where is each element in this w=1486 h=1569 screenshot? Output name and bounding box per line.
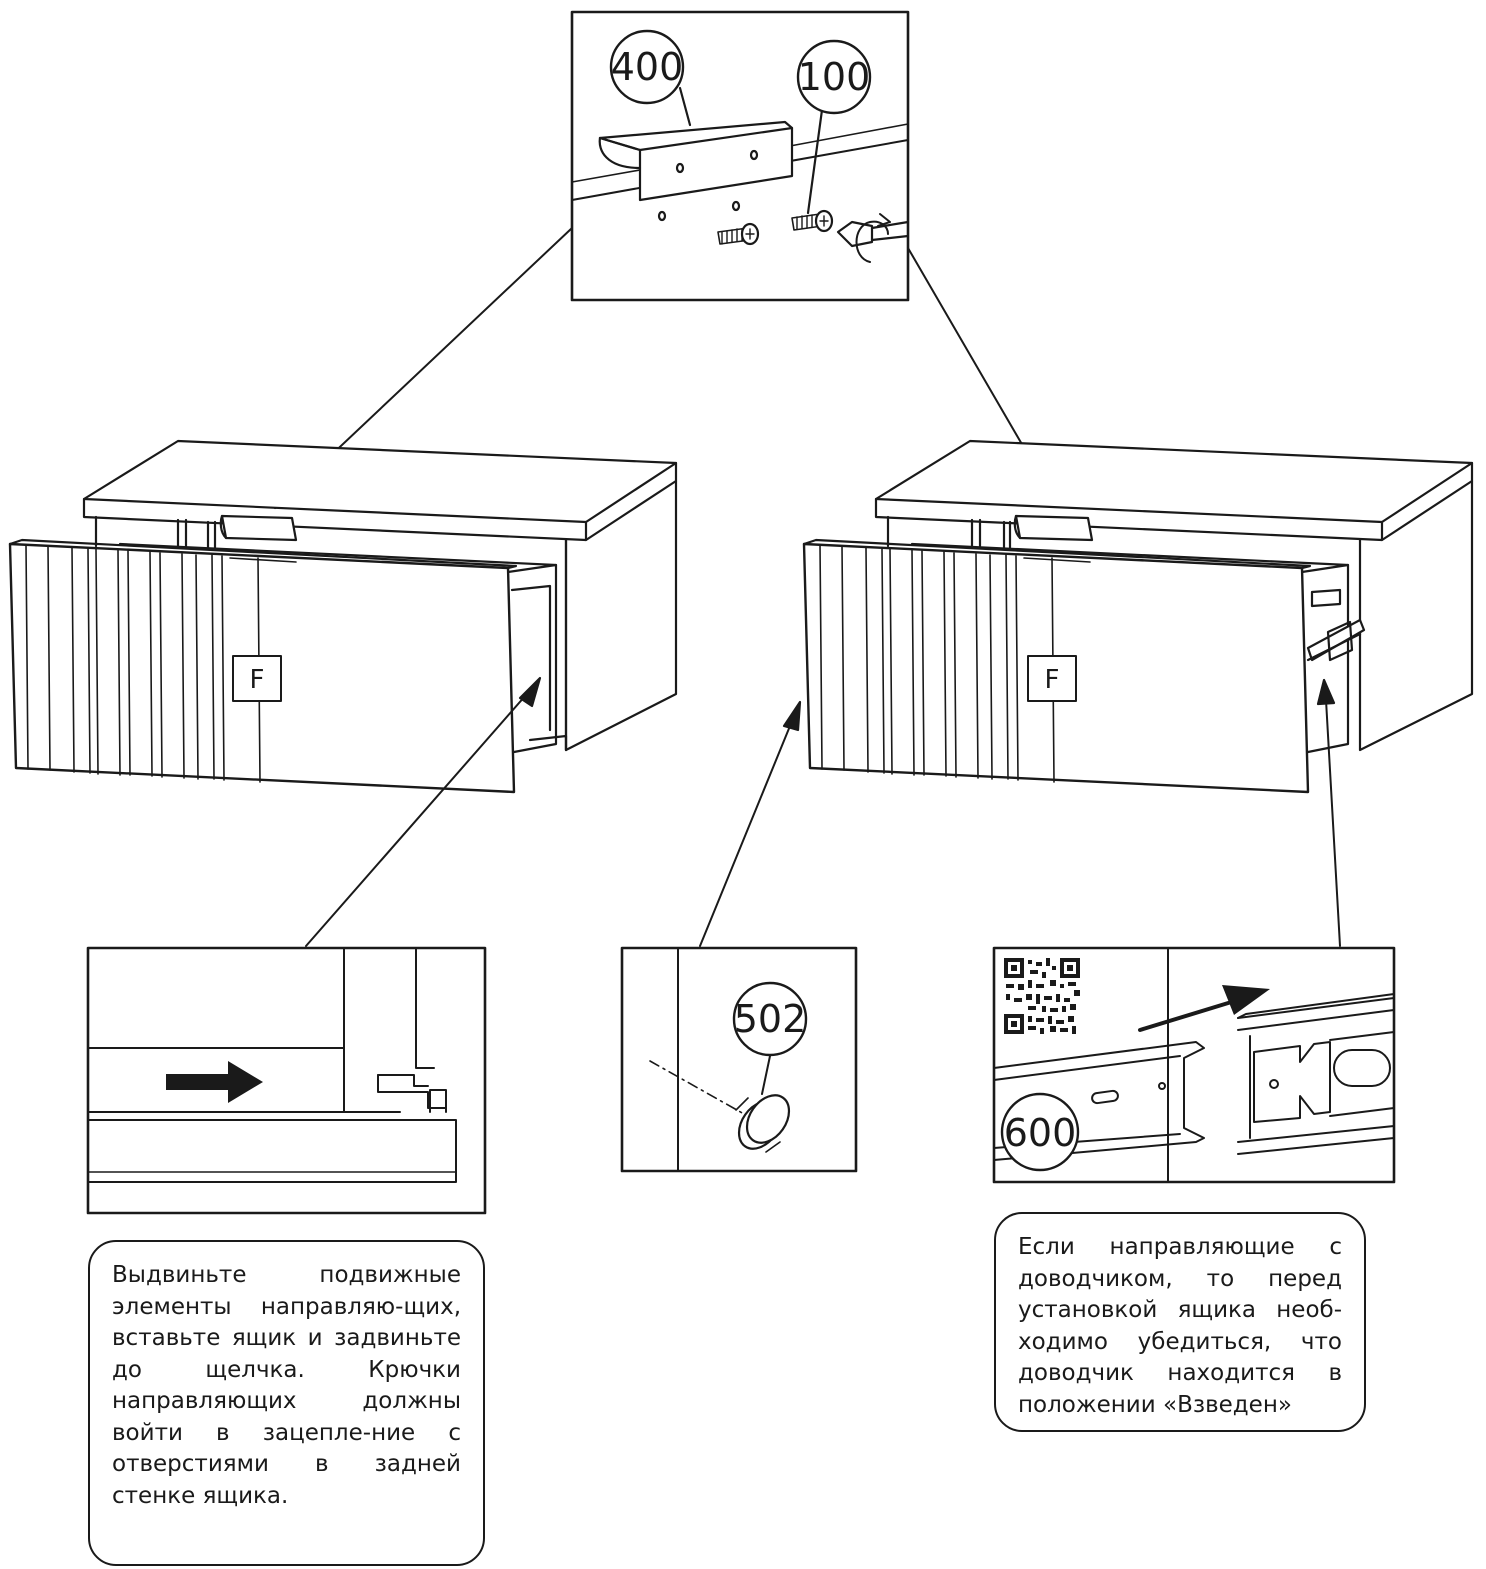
callout-502-label: 502 (734, 997, 807, 1041)
screwdriver-icon (836, 220, 910, 248)
push-arrow-icon (166, 1061, 263, 1103)
detail-box-slide: 600 (992, 946, 1396, 1184)
left-cabinet: F (8, 439, 678, 794)
detail-box-handle: 400 100 (570, 10, 910, 302)
screw-icon (717, 222, 760, 246)
panel-label-right: F (1045, 665, 1060, 695)
screw-icon (791, 209, 834, 233)
detail-box-bumper: 502 (620, 946, 858, 1173)
slide-rail-outer (1237, 993, 1395, 1155)
detail-box-hook (86, 946, 487, 1215)
callout-100-label: 100 (798, 55, 871, 99)
qr-code-icon (1004, 958, 1080, 1034)
instruction-note-right: Если направляющие с доводчиком, то перед… (994, 1212, 1366, 1432)
rotation-arrow-icon (855, 213, 891, 263)
panel-label-left: F (250, 665, 265, 695)
callout-400-label: 400 (611, 45, 684, 89)
instruction-note-left: Выдвиньте подвижные элементы направляю-щ… (88, 1240, 485, 1566)
handle-part (598, 120, 794, 202)
callout-600-label: 600 (1004, 1111, 1077, 1155)
bumper-part (735, 1094, 791, 1153)
right-cabinet: F (802, 439, 1474, 794)
